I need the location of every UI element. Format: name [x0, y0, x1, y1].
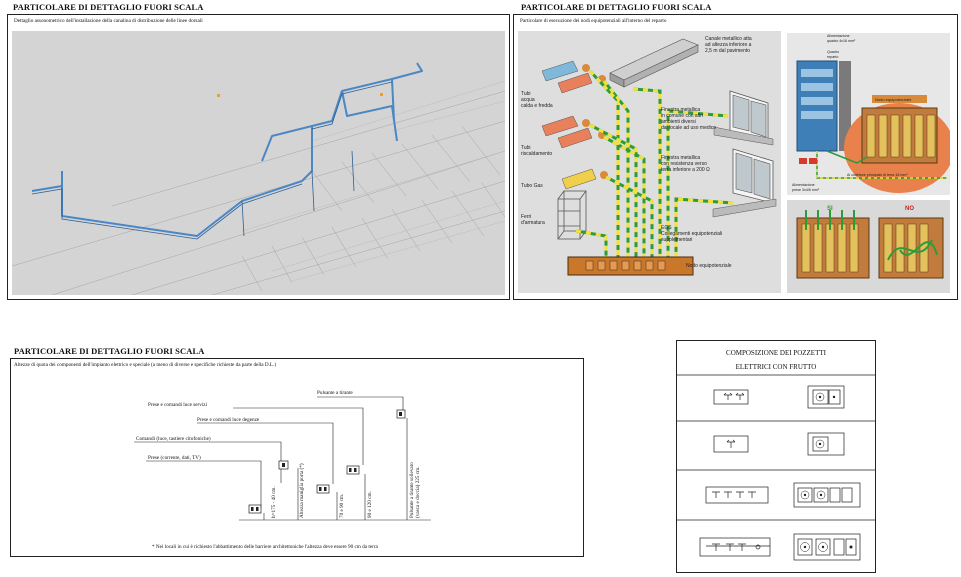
- equipotential-subtitle: Particolare di esecuzione dei nodi equip…: [520, 18, 667, 24]
- axonometric-subtitle: Dettaglio assonometrico dell'installazio…: [14, 18, 203, 24]
- label-no: NO: [905, 206, 914, 212]
- height-label-3: 70 e 90 cm.: [339, 494, 345, 518]
- label-ferri-armatura: Ferri d'armatura: [521, 214, 545, 226]
- equipotential-drawing: Tubi acqua calda e fredda Tubi riscaldam…: [518, 31, 781, 293]
- label-quadro: Quadro reparto: [827, 50, 840, 59]
- label-alimentazione-prese: Alimentazione prese 3x4/6 mm²: [792, 183, 820, 192]
- height-label-5a: Pulsante a tirante sollevato: [409, 462, 415, 518]
- heights-panel: Altezze di quota dei componenti dell'imp…: [10, 358, 584, 557]
- axonometric-drawing: [12, 31, 505, 295]
- height-label-1: h=175 - 40 cm.: [271, 486, 277, 518]
- heights-drawing: Prese e comandi luce servizi Pulsante a …: [134, 390, 431, 550]
- pozzetti-title: COMPOSIZIONE DEI POZZETTI ELETTRICI CON …: [677, 346, 875, 374]
- label-finestra-1: Finestra metallica in comune con altri a…: [661, 107, 716, 131]
- panel-title-heights: PARTICOLARE DI DETTAGLIO FUORI SCALA: [14, 346, 205, 356]
- height-label-5b: (vasca e doccia) 225 cm.: [414, 467, 421, 518]
- panel-title-equipotential: PARTICOLARE DI DETTAGLIO FUORI SCALA: [521, 2, 712, 12]
- heights-subtitle: Altezze di quota dei componenti dell'imp…: [14, 362, 277, 368]
- label-tubi-acqua: Tubi acqua calda e fredda: [521, 91, 553, 109]
- label-tubo-gas: Tubo Gas: [521, 183, 543, 189]
- label-alimentazione: Alimentazione quadro 4x16 mm²: [827, 34, 856, 43]
- label-collettore: Al collettore principale di terra 16 mm²: [847, 173, 908, 177]
- label-finestra-2: Finestra metallica con resistenza verso …: [661, 155, 710, 173]
- label-pulsante: Pulsante a tirante: [317, 390, 353, 396]
- label-tubi-riscaldamento: Tubi riscaldamento: [521, 145, 552, 157]
- pozzetti-drawing: [676, 374, 876, 561]
- label-prese-degenze: Prese e comandi luce degenze: [197, 417, 260, 423]
- label-nodo-equipotenziale: Nodo equipotenziale: [686, 263, 732, 269]
- pozzetti-title-line1: COMPOSIZIONE DEI POZZETTI: [726, 349, 826, 357]
- quadro-nodo-photo: Nodo equipotenziale Alimentazione quadro…: [787, 33, 950, 195]
- height-label-4: 90 e 120 cm.: [367, 491, 373, 518]
- label-prese: Prese (corrente, dati, TV): [148, 454, 201, 461]
- pozzetti-title-line2: ELETTRICI CON FRUTTO: [735, 363, 817, 371]
- height-label-2: Altezza maniglia porta (*): [298, 463, 305, 518]
- label-si: SI: [827, 206, 833, 212]
- heights-footnote: * Nei locali in cui è richiesto l'abbatt…: [152, 544, 379, 550]
- panel-title-axonometric: PARTICOLARE DI DETTAGLIO FUORI SCALA: [13, 2, 204, 12]
- label-nodo-badge: Nodo equipotenziale: [875, 97, 912, 102]
- label-prese-servizi: Prese e comandi luce servizi: [148, 402, 208, 408]
- si-no-photo: SI NO: [787, 200, 950, 293]
- label-comandi: Comandi (luce, tastiere citofoniche): [136, 435, 211, 442]
- label-egs: EGS Collegamenti equipotenziali suppleme…: [661, 225, 724, 243]
- label-canale-metallico: Canale metallico atta ad altezza inferio…: [705, 36, 753, 54]
